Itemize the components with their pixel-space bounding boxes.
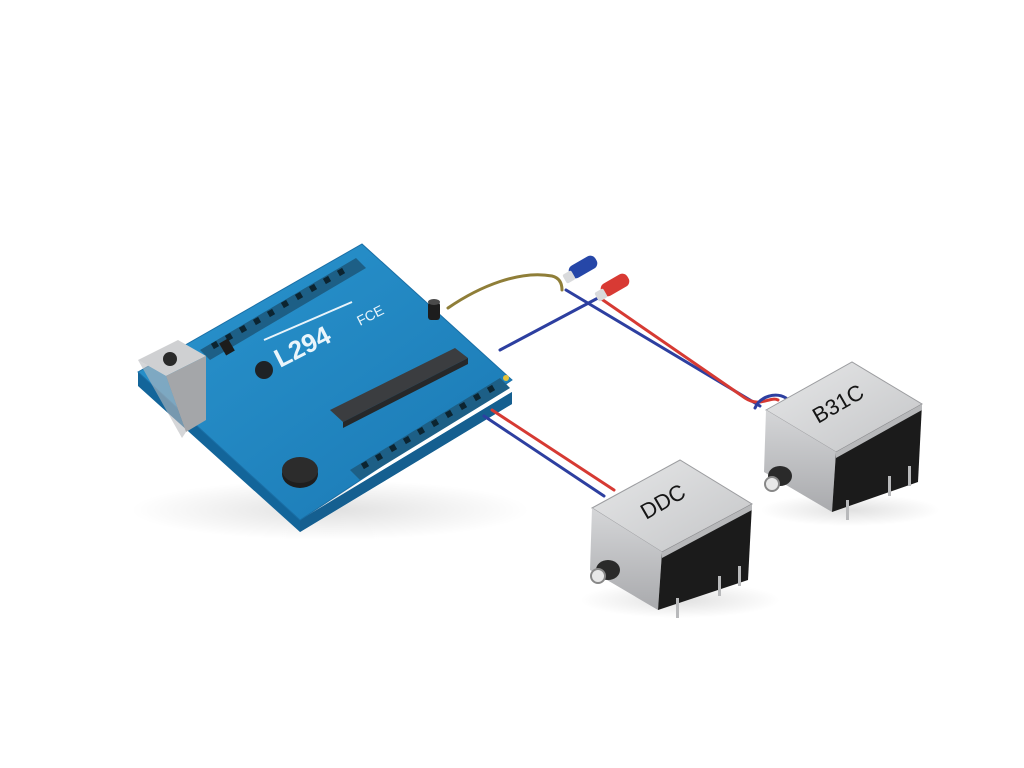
- red-wire-ddc: [490, 408, 616, 492]
- pin-header-top: [200, 258, 366, 360]
- module-ddc: DDC: [590, 459, 754, 618]
- driver-board: L294 FCE: [137, 243, 513, 532]
- module-b31c: B31C: [764, 361, 923, 520]
- red-terminal: [594, 273, 630, 302]
- buzzer: [282, 457, 318, 488]
- blue-terminal: [562, 255, 598, 284]
- power-jack: [138, 340, 206, 438]
- blue-wire-terminal: [498, 296, 600, 352]
- capacitor: [428, 299, 440, 320]
- red-wire-b31c: [598, 296, 780, 404]
- wires: [446, 273, 788, 498]
- pin-header-bottom: [350, 375, 510, 480]
- blue-wire-ddc: [482, 414, 606, 498]
- ic-chip: [330, 348, 468, 422]
- olive-wire: [446, 273, 564, 310]
